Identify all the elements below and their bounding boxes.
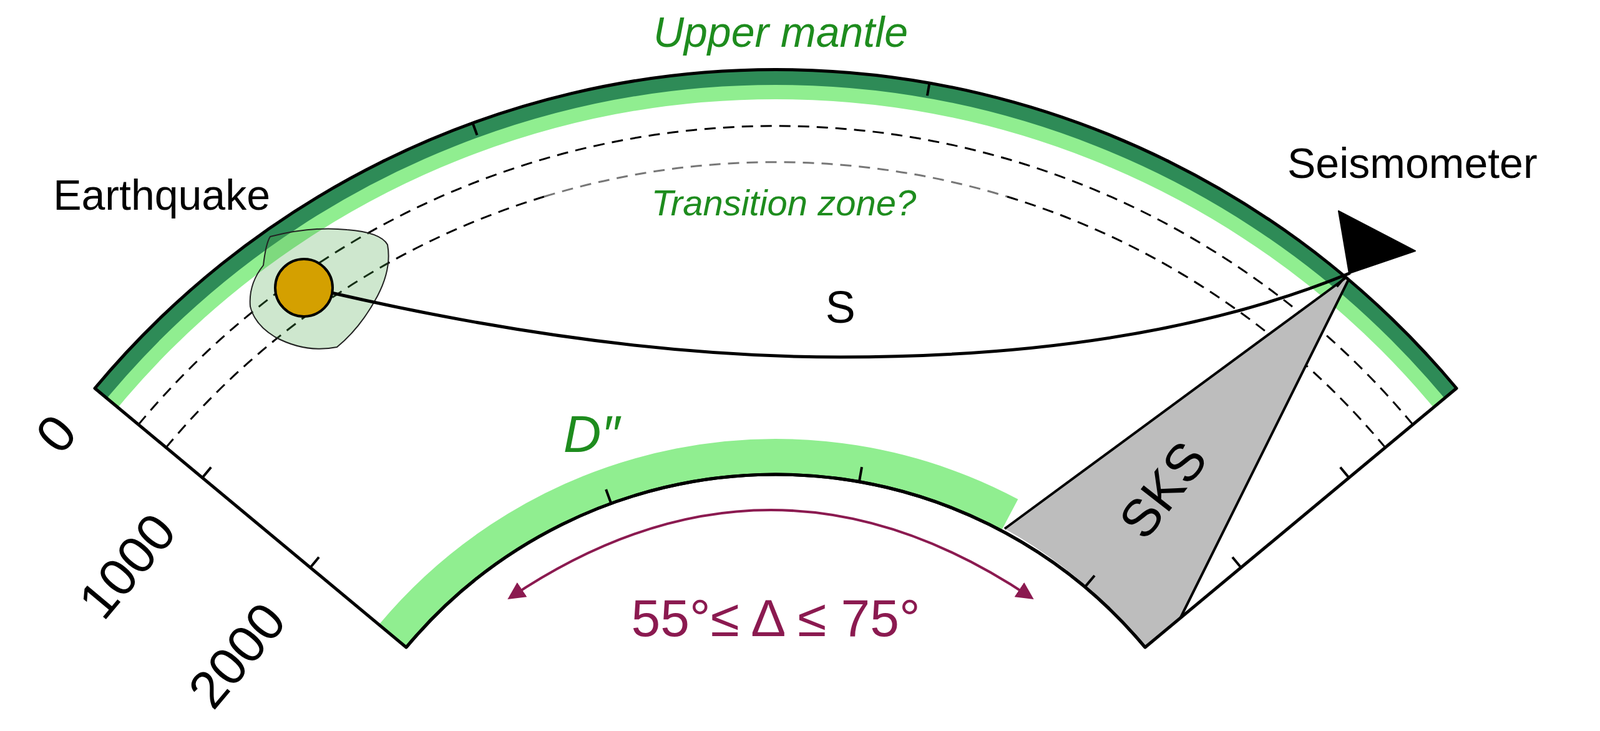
depth-tick [202,467,211,479]
sector-outline [94,69,1457,648]
depth-label: 0 [22,402,90,466]
distance-range-arrow [510,509,1031,598]
depth-tick [310,557,319,568]
seismometer-symbol [1338,210,1416,274]
node-shape [273,257,335,319]
surface-tick [472,122,478,136]
depth-tick [1340,467,1350,479]
node-label: Earthquake [53,169,271,221]
surface-tick [927,82,930,97]
rupture-zone [250,228,389,349]
sks-ray-wedge [1004,273,1352,648]
earthquake-symbol [275,258,333,317]
core-tick [859,466,862,482]
depth-label: 2000 [175,590,299,721]
lithosphere-band [0,76,1600,731]
node-label: Seismometer [1287,137,1538,190]
mantle-layers [0,76,1600,731]
core-tick [605,489,611,504]
depth-label: 1000 [65,501,189,631]
depth-tick [1232,557,1242,568]
earthquake-source: Earthquake [273,257,335,319]
660-discontinuity [165,196,545,448]
layer-label: Transition zone? [651,180,917,225]
node-shape [1335,207,1419,277]
upper-mantle-band [0,84,1600,731]
core-tick [1085,575,1095,587]
distance-range-label: 55°≤ Δ ≤ 75° [630,586,920,650]
layer-label: D″ [563,402,620,466]
layer-label: Upper mantle [653,6,908,59]
s-ray-path [331,273,1350,357]
seismometer-station: Seismometer [1335,207,1419,277]
phase-label: S [825,280,856,334]
